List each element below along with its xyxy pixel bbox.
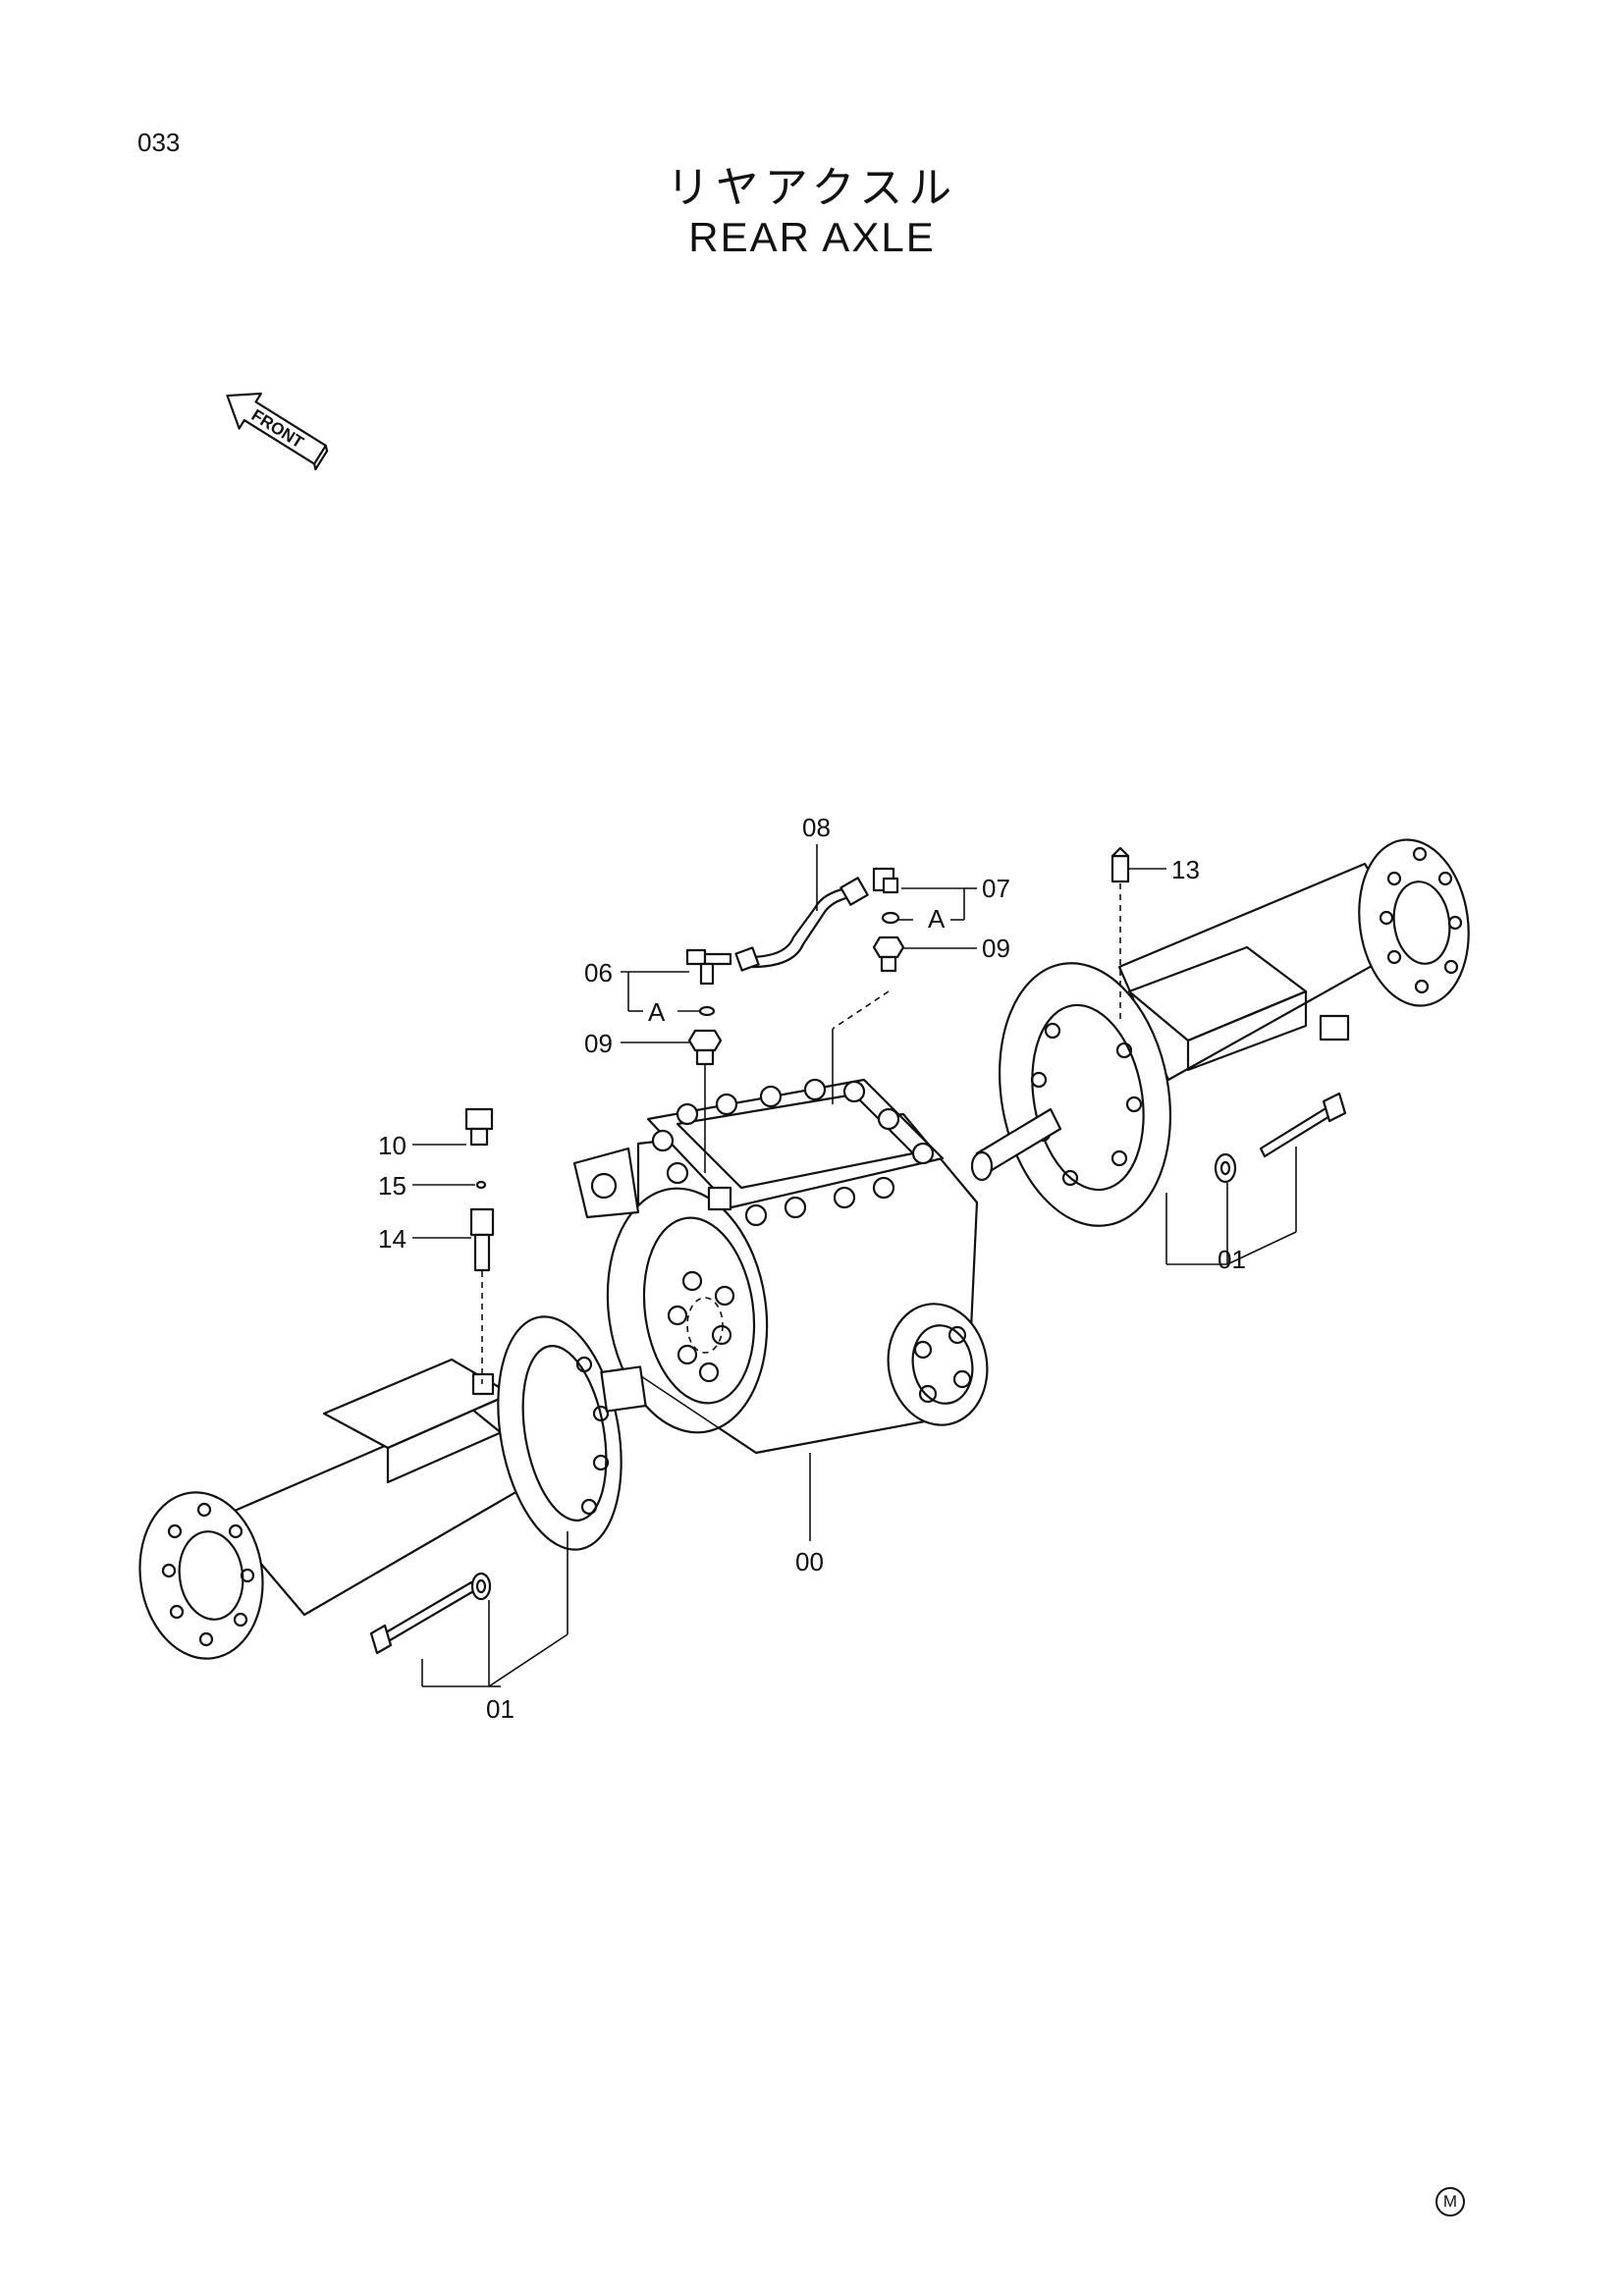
page-title-japanese: リヤアクスル (666, 163, 958, 213)
right-bolt (1214, 1092, 1347, 1184)
fitting-07 (872, 867, 900, 925)
callout-09-left: 09 (584, 1029, 613, 1058)
callout-10: 10 (378, 1131, 406, 1160)
flange-holes (667, 1270, 735, 1383)
plug-09-right (872, 935, 905, 973)
cover-bolts (651, 1078, 935, 1227)
differential-housing (572, 1078, 989, 1455)
leader-lines (412, 844, 1297, 1687)
callout-06: 06 (584, 958, 613, 988)
pipe-08 (734, 877, 869, 972)
adapter-14 (469, 1207, 495, 1272)
plug-13 (1110, 846, 1130, 883)
page-number: 033 (137, 128, 181, 157)
callout-08: 08 (802, 813, 831, 842)
page-title: REAR AXLE (688, 214, 936, 260)
callout-14: 14 (378, 1224, 406, 1254)
callout-01-right: 01 (1218, 1245, 1246, 1274)
callout-ref-a-right: A (928, 904, 946, 934)
plug-09-left (687, 1029, 723, 1066)
callout-00: 00 (795, 1547, 824, 1576)
right-axle-housing (970, 838, 1470, 1227)
callout-15: 15 (378, 1171, 406, 1201)
callout-ref-a-left: A (648, 997, 666, 1027)
left-axle-housing (138, 1315, 647, 1660)
callout-01-left: 01 (486, 1694, 514, 1724)
callout-13: 13 (1171, 855, 1200, 884)
left-bolt (369, 1572, 492, 1655)
m-mark: M (1435, 2187, 1465, 2216)
front-arrow-icon: FRONT (226, 392, 329, 471)
o-ring-15 (475, 1180, 487, 1190)
fitting-06 (685, 948, 732, 1017)
callout-07: 07 (982, 874, 1010, 903)
callout-09-right: 09 (982, 934, 1010, 963)
plug-10 (464, 1107, 494, 1147)
